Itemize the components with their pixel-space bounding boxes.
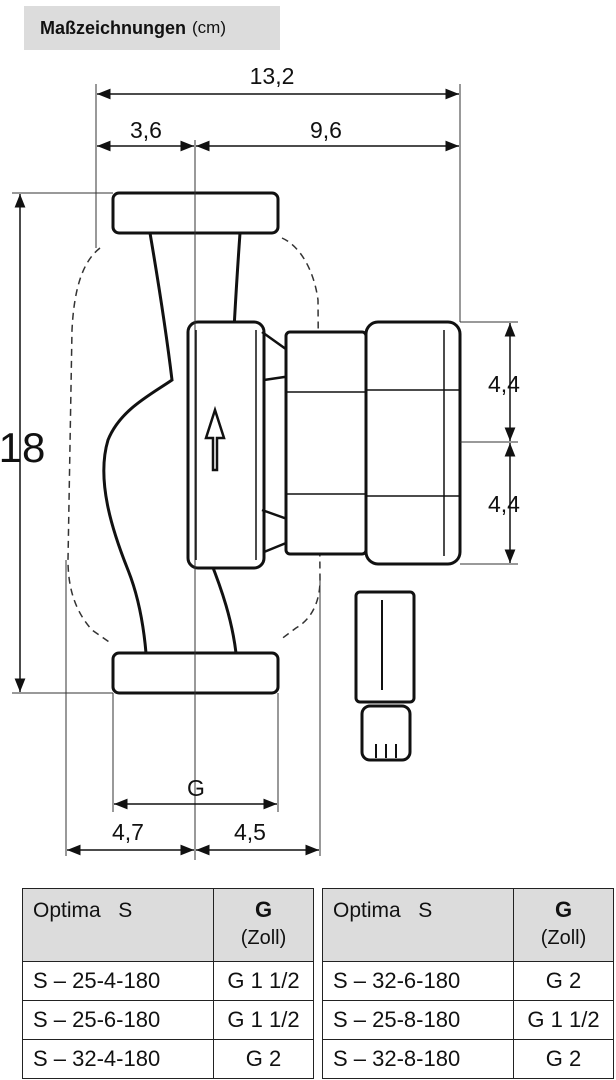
header-thread-unit: (Zoll) — [540, 927, 587, 949]
thread-cell: G 2 — [513, 1039, 614, 1079]
flow-arrow-icon — [204, 405, 226, 472]
cable-plug — [354, 590, 416, 704]
table-row: S – 32-6-180 G 2 — [322, 961, 614, 1001]
dim-label-left-width: 3,6 — [130, 117, 162, 143]
housing-dashed-outline — [67, 237, 321, 645]
control-box — [364, 320, 462, 566]
header-thread-label: G — [554, 897, 573, 922]
pump-dimension-drawing: 13,2 3,6 9,6 18 4,4 4,4 G 4,7 4,5 — [0, 63, 520, 860]
thread-cell: G 1 1/2 — [213, 961, 314, 1001]
header-model: Optima S — [322, 888, 514, 962]
dim-label-lower-half: 4,4 — [488, 491, 520, 517]
model-cell: S – 32-6-180 — [322, 961, 514, 1001]
model-cell: S – 25-4-180 — [22, 961, 214, 1001]
model-cell: S – 32-4-180 — [22, 1039, 214, 1079]
thread-cell: G 2 — [513, 961, 614, 1001]
header-title: Maßzeichnungen — [40, 17, 187, 38]
table-header-row: Optima S G (Zoll) — [22, 888, 314, 962]
model-cell: S – 25-8-180 — [322, 1000, 514, 1040]
thread-cell: G 2 — [213, 1039, 314, 1079]
model-table-right: Optima S G (Zoll) S – 32-6-180 G 2 S – 2… — [322, 888, 614, 1079]
dim-label-bottom-right: 4,5 — [234, 819, 266, 845]
table-row: S – 25-6-180 G 1 1/2 — [22, 1000, 314, 1040]
table-row: S – 32-4-180 G 2 — [22, 1039, 314, 1079]
header-unit: (cm) — [192, 18, 226, 37]
header-thread: G (Zoll) — [213, 888, 314, 962]
header-model: Optima S — [22, 888, 214, 962]
dim-label-bottom-left: 4,7 — [112, 819, 144, 845]
dim-label-upper-half: 4,4 — [488, 371, 520, 397]
thread-cell: G 1 1/2 — [213, 1000, 314, 1040]
thread-cell: G 1 1/2 — [513, 1000, 614, 1040]
table-row: S – 25-4-180 G 1 1/2 — [22, 961, 314, 1001]
table-header-row: Optima S G (Zoll) — [322, 888, 614, 962]
table-row: S – 32-8-180 G 2 — [322, 1039, 614, 1079]
model-cell: S – 32-8-180 — [322, 1039, 514, 1079]
model-cell: S – 25-6-180 — [22, 1000, 214, 1040]
motor-housing — [186, 320, 266, 570]
header-thread-unit: (Zoll) — [240, 927, 287, 949]
dim-label-height: 18 — [0, 424, 45, 471]
header-thread-label: G — [254, 897, 273, 922]
table-row: S – 25-8-180 G 1 1/2 — [322, 1000, 614, 1040]
model-table-left: Optima S G (Zoll) S – 25-4-180 G 1 1/2 S… — [22, 888, 314, 1079]
dim-label-right-width: 9,6 — [310, 117, 342, 143]
dim-label-connection: G — [187, 775, 205, 801]
header-thread: G (Zoll) — [513, 888, 614, 962]
dim-label-total-width: 13,2 — [250, 63, 295, 89]
stator — [284, 330, 368, 556]
drawing-header: Maßzeichnungen (cm) — [24, 6, 280, 50]
